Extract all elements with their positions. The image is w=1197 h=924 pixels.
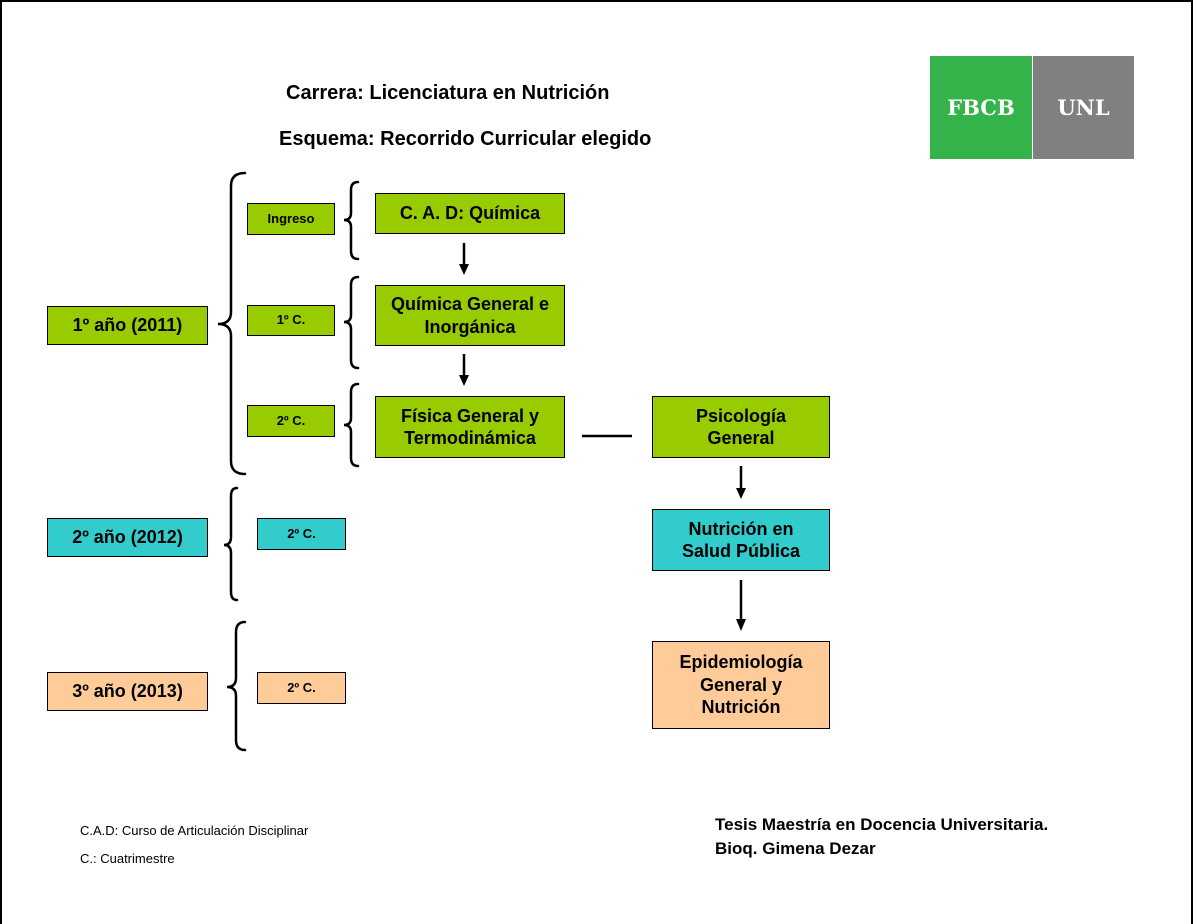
page-title: Carrera: Licenciatura en Nutrición — [286, 82, 610, 104]
logo-unl: UNL — [1033, 56, 1134, 159]
course-fisica-general: Física General y Termodinámica — [375, 396, 565, 458]
arrow-down — [736, 488, 746, 499]
legend-cad: C.A.D: Curso de Articulación Disciplinar — [80, 823, 309, 838]
arrow-down — [459, 264, 469, 275]
term-1c: 1º C. — [247, 305, 335, 336]
term-ingreso: Ingreso — [247, 203, 335, 235]
term-2c-year1: 2º C. — [247, 405, 335, 437]
course-epidemiologia: Epidemiología General y Nutrición — [652, 641, 830, 729]
course-psicologia-general: Psicología General — [652, 396, 830, 458]
year-1-box: 1º año (2011) — [47, 306, 208, 345]
course-nutricion-salud-publica: Nutrición en Salud Pública — [652, 509, 830, 571]
arrow-down — [459, 375, 469, 386]
logo-fbcb: FBCB — [930, 56, 1032, 159]
brace-1c — [343, 275, 360, 370]
legend-cuatrimestre: C.: Cuatrimestre — [80, 851, 175, 866]
brace-year2 — [223, 486, 239, 602]
brace-2c — [343, 382, 360, 468]
year-3-box: 3º año (2013) — [47, 672, 208, 711]
year-2-box: 2º año (2012) — [47, 518, 208, 557]
brace-ingreso — [343, 180, 360, 261]
term-2c-year2: 2º C. — [257, 518, 346, 550]
course-quimica-general: Química General e Inorgánica — [375, 285, 565, 346]
author-name: Bioq. Gimena Dezar — [715, 839, 876, 858]
page-subtitle: Esquema: Recorrido Curricular elegido — [279, 128, 652, 150]
brace-year3 — [226, 620, 247, 752]
arrow-down — [736, 619, 746, 631]
course-cad-quimica: C. A. D: Química — [375, 193, 565, 234]
term-2c-year3: 2º C. — [257, 672, 346, 704]
thesis-title: Tesis Maestría en Docencia Universitaria… — [715, 815, 1049, 834]
brace-year1 — [217, 171, 247, 476]
